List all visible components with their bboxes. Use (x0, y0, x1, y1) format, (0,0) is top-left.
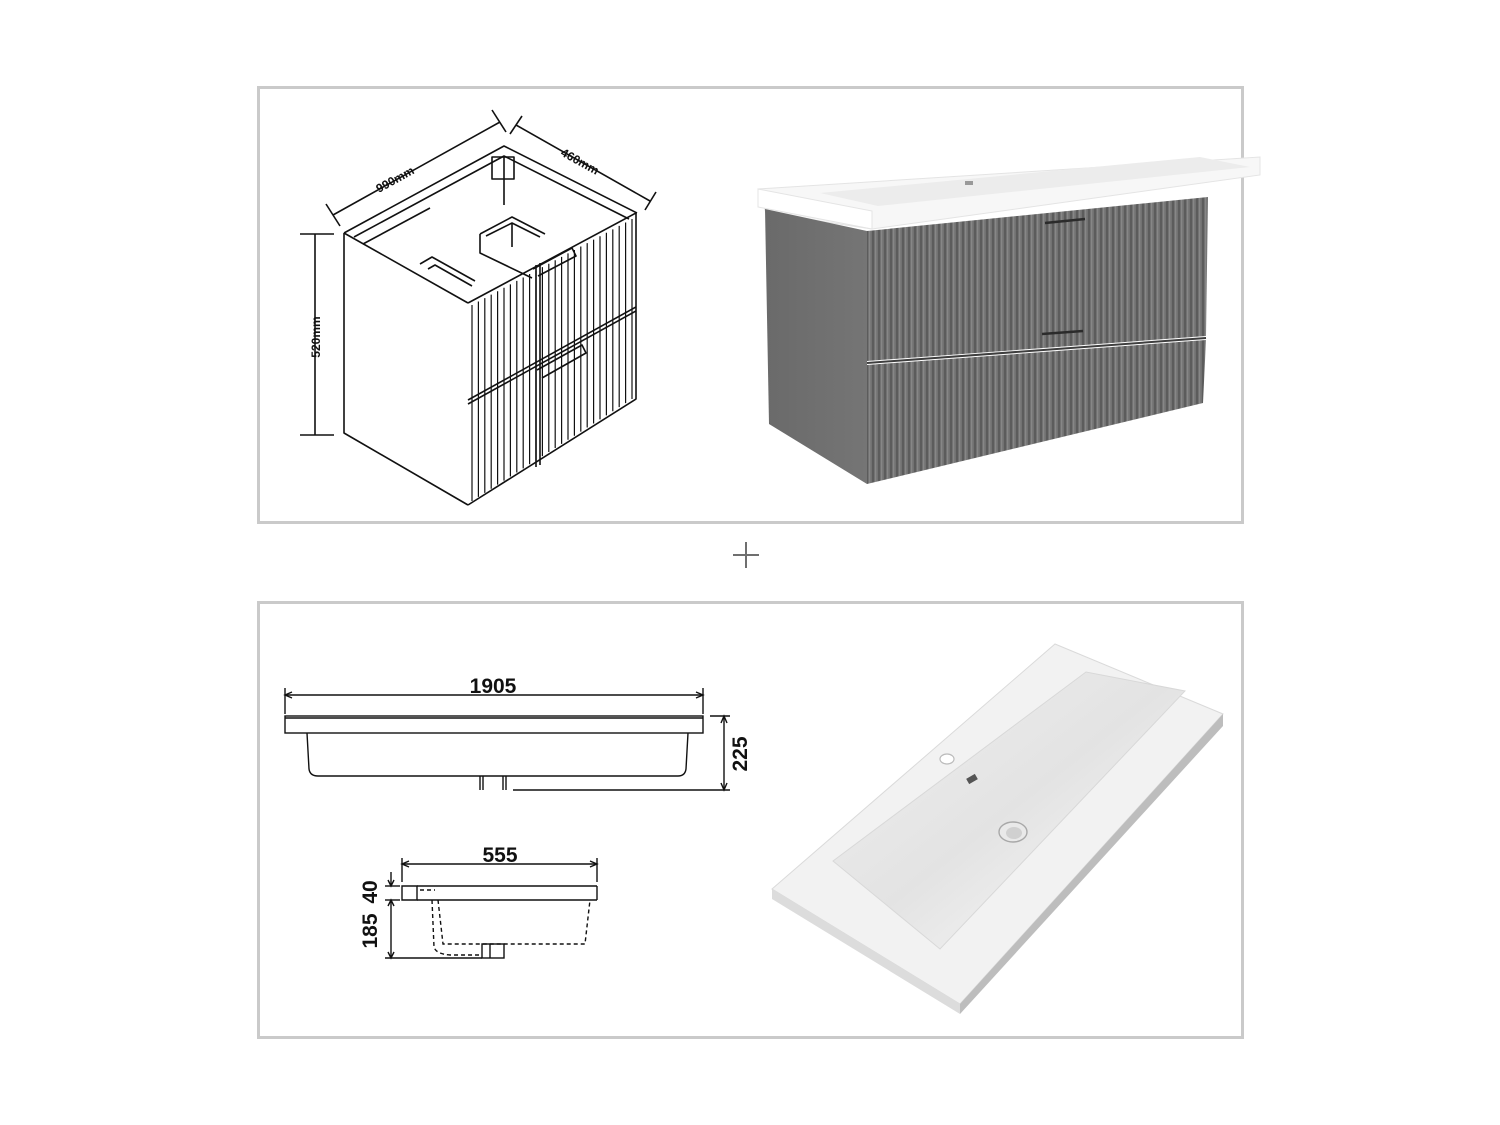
basin-depth-label: 555 (482, 844, 517, 867)
basin-render (771, 643, 1224, 1014)
basin-width-label: 1905 (470, 675, 517, 698)
cabinet-height-label: 520mm (309, 316, 323, 357)
plus-icon (733, 542, 759, 568)
basin-bowl-depth-label: 185 (359, 913, 382, 948)
cabinet-panel: 990mm 460mm 520mm (257, 86, 1261, 524)
basin-panel: 1905 225 555 40 185 (257, 601, 1244, 1039)
cabinet-line-drawing: 990mm 460mm 520mm (300, 109, 657, 506)
cabinet-render (757, 156, 1261, 484)
basin-height-label: 225 (729, 736, 752, 771)
basin-rim-label: 40 (359, 880, 382, 903)
basin-front-view: 1905 225 555 40 185 (283, 675, 752, 960)
